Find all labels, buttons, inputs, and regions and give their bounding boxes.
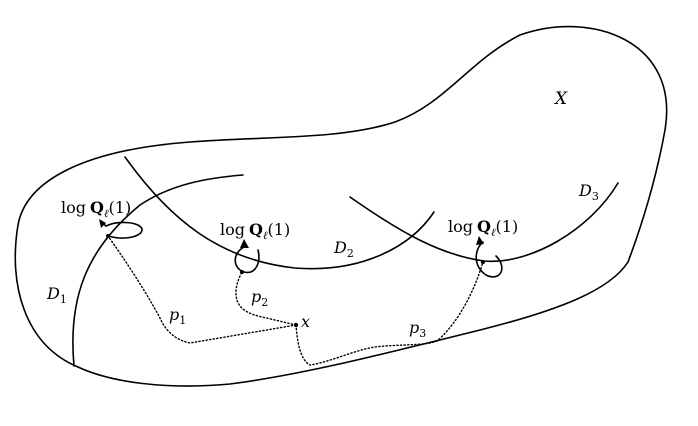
divisor-label-1: D1	[46, 284, 67, 306]
loop-basepoint-dot-3	[481, 260, 485, 264]
loop-arrow-icon	[240, 239, 249, 248]
loop-arrow-icon	[476, 236, 484, 245]
space-boundary	[14, 25, 668, 387]
loop-basepoint-dot-1	[106, 234, 110, 238]
divisor-curve-2	[124, 156, 435, 270]
path-label-3: p3	[409, 318, 426, 340]
basepoint-dot	[293, 322, 299, 328]
loop-3	[475, 236, 503, 278]
space-label: X	[553, 89, 568, 109]
path-label-2: p2	[251, 287, 268, 309]
path-curve-3	[295, 261, 484, 366]
path-label-1: p1	[169, 305, 186, 327]
loop-arrow-icon	[99, 219, 106, 228]
path-curve-1	[107, 235, 297, 344]
loop-1	[99, 219, 143, 239]
divisor-curve-1	[72, 174, 244, 367]
loop-2	[234, 239, 260, 274]
path-curve-2	[235, 271, 297, 326]
loop-basepoint-dot-2	[240, 270, 244, 274]
basepoint-label: x	[301, 312, 310, 331]
divisor-label-2: D2	[333, 238, 354, 260]
divisor-label-3: D3	[578, 181, 599, 203]
